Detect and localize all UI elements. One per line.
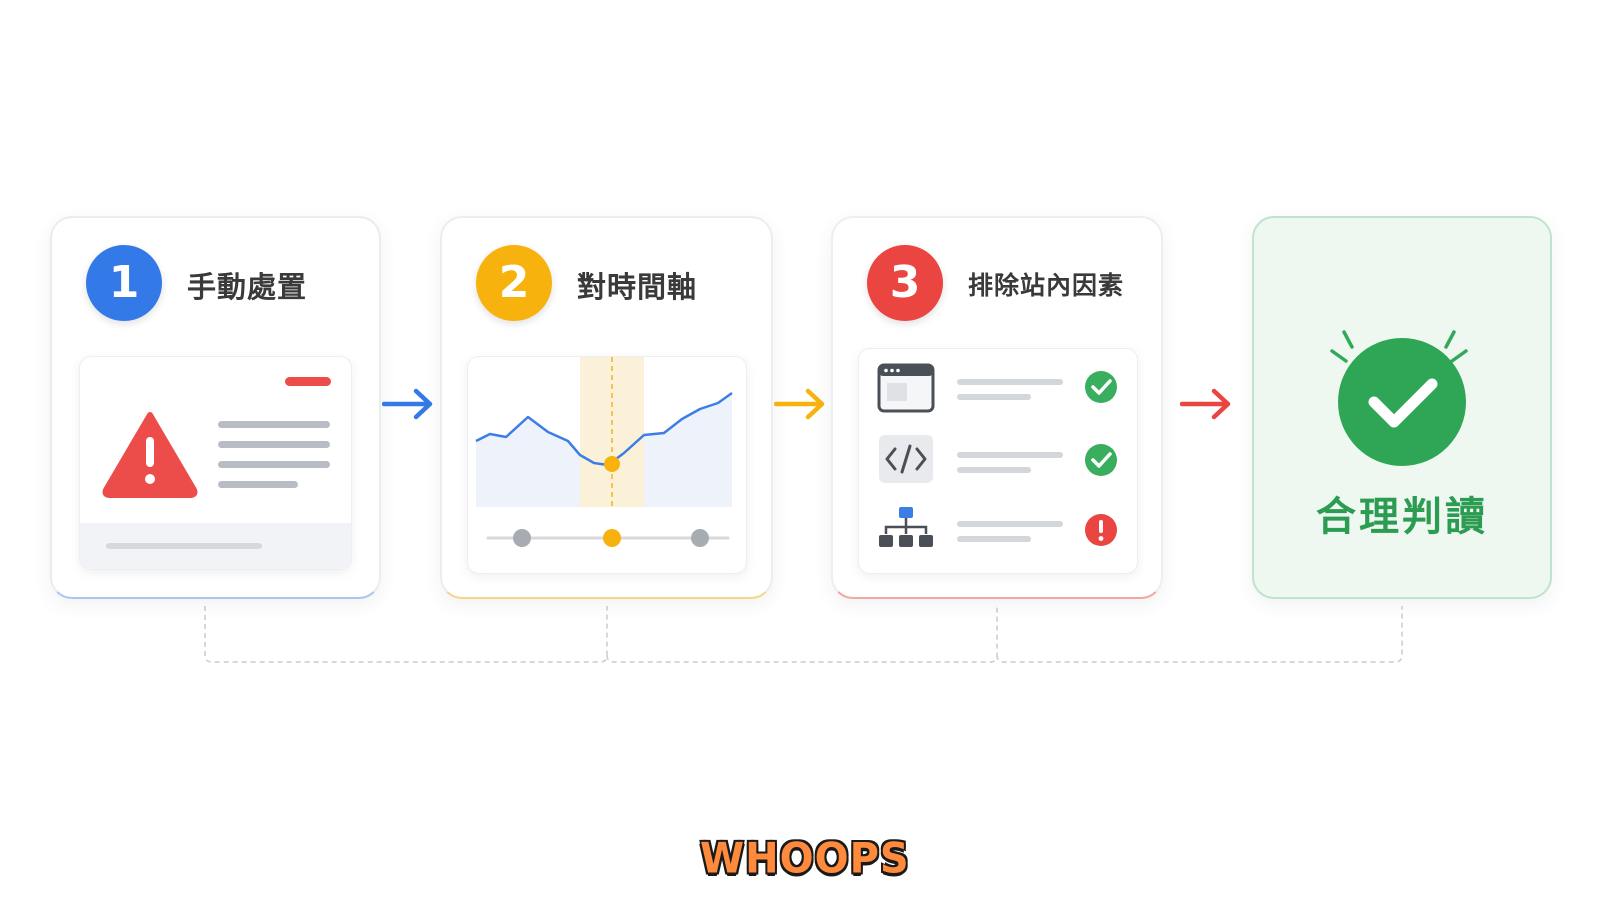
alert-illustration — [80, 377, 351, 569]
sitemap-icon — [879, 507, 933, 547]
alert-panel — [79, 356, 352, 570]
result-label: 合理判讀 — [1316, 494, 1488, 540]
alert-error-icon — [1085, 514, 1117, 546]
checklist — [877, 363, 1117, 547]
step-3-card: 3 排除站內因素 — [831, 216, 1163, 599]
timeline-handle-start — [513, 529, 531, 547]
check-ok-icon — [1085, 371, 1117, 403]
browser-window-icon — [877, 363, 935, 413]
step-3-title: 排除站內因素 — [968, 271, 1125, 300]
step-1-card: 1 手動處置 — [50, 216, 381, 599]
warning-icon — [102, 412, 198, 498]
timeline-handle-current — [603, 529, 621, 547]
timeline-panel — [467, 356, 747, 574]
step-1-badge: 1 — [86, 245, 162, 321]
result-card: 合理判讀 — [1252, 216, 1552, 599]
whoops-logo: WHOOPS — [700, 834, 910, 884]
timeline-handle-end — [691, 529, 709, 547]
step-2-card: 2 對時間軸 — [440, 216, 773, 599]
arrow-right-icon — [382, 388, 433, 420]
check-ok-icon — [1085, 444, 1117, 476]
timeline-chart — [475, 357, 733, 547]
arrow-right-icon — [1180, 388, 1231, 420]
code-icon — [879, 435, 933, 483]
step-1-title: 手動處置 — [187, 270, 308, 304]
step-3-badge: 3 — [867, 245, 943, 321]
checklist-panel — [858, 348, 1138, 574]
step-2-title: 對時間軸 — [577, 270, 698, 304]
check-circle-icon — [1330, 330, 1468, 466]
step-2-badge: 2 — [476, 245, 552, 321]
arrow-right-icon — [774, 388, 825, 420]
